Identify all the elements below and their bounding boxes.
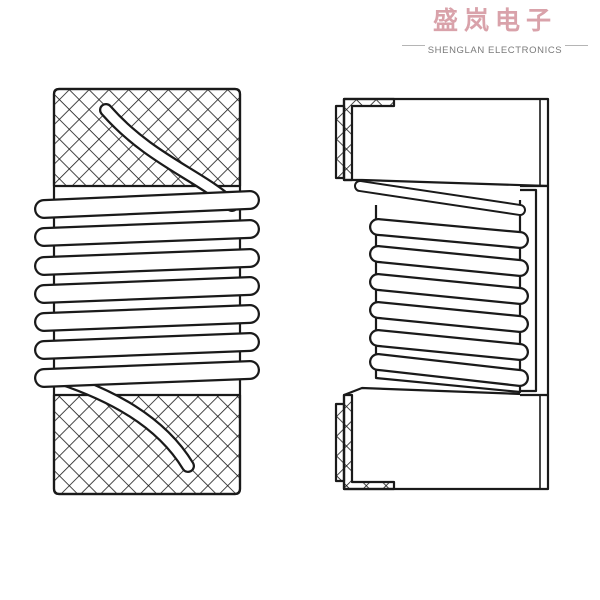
front-coil [34, 190, 260, 388]
side-coil [369, 218, 529, 387]
brand-name-en: SHENGLAN ELECTRONICS [424, 45, 566, 56]
front-top-electrode [52, 87, 242, 188]
side-top-terminal [342, 97, 396, 182]
brand-subtitle-row: SHENGLAN ELECTRONICS [400, 38, 590, 56]
side-body-top [342, 97, 550, 188]
brand-logo: 盛岚电子 SHENGLAN ELECTRONICS [400, 4, 590, 56]
front-view [34, 87, 260, 496]
side-view [334, 97, 550, 491]
side-body-bottom [342, 386, 550, 491]
brand-name-cn: 盛岚电子 [432, 6, 557, 35]
side-bottom-terminal [342, 393, 396, 491]
front-bottom-electrode [52, 393, 242, 496]
